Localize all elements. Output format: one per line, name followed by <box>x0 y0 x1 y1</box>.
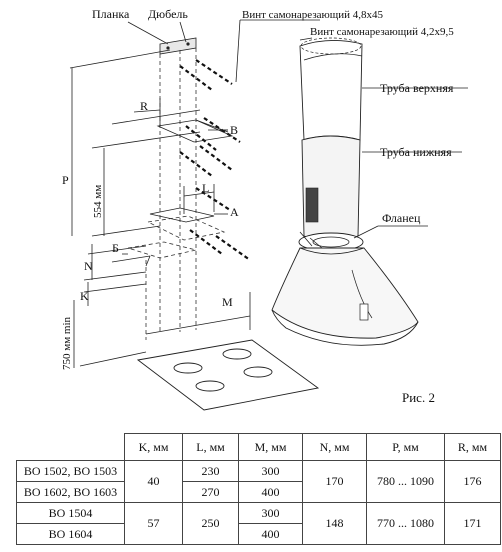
figure-caption: Рис. 2 <box>402 390 435 405</box>
label-B: В <box>230 123 238 137</box>
table-header-K: K, мм <box>124 433 183 461</box>
table-cell-model: ВО 1502, ВО 1503 <box>16 460 125 482</box>
label-planka: Планка <box>92 7 130 21</box>
table-cell-M: 300 <box>238 502 303 524</box>
table-cell-L: 250 <box>182 502 239 545</box>
hood-installation-diagram: Планка Дюбель Винт самонарезающий 4,8х45… <box>61 7 468 411</box>
label-M: M <box>222 295 233 309</box>
label-dyubel: Дюбель <box>148 7 188 21</box>
label-A: А <box>230 205 239 219</box>
table-cell-R: 171 <box>444 502 501 545</box>
table-cell-P: 770 ... 1080 <box>366 502 445 545</box>
table-cell-L: 230 <box>182 460 239 482</box>
table-header-P: P, мм <box>366 433 445 461</box>
table-header-N: N, мм <box>302 433 367 461</box>
label-L: L <box>202 181 209 195</box>
table-cell-model: ВО 1604 <box>16 523 125 545</box>
table-header-L: L, мм <box>182 433 239 461</box>
label-K: K <box>80 289 89 303</box>
label-vint-4-2x9-5: Винт самонарезающий 4,2х9,5 <box>310 26 454 38</box>
table-cell-N: 148 <box>302 502 367 545</box>
table-cell-model: ВО 1504 <box>16 502 125 524</box>
label-truba-upper: Труба верхняя <box>380 81 454 95</box>
label-N: N <box>84 259 93 273</box>
table-header-M: M, мм <box>238 433 303 461</box>
table-cell-M: 300 <box>238 460 303 482</box>
label-truba-lower: Труба нижняя <box>380 145 452 159</box>
table-cell-N: 170 <box>302 460 367 503</box>
label-vint-4-8x45: Винт самонарезающий 4,8х45 <box>242 9 384 21</box>
label-Bsmall: Б <box>112 241 119 255</box>
cooktop <box>136 339 320 411</box>
table-cell-K: 40 <box>124 460 183 503</box>
chimney-hood <box>271 37 419 346</box>
table-cell-R: 176 <box>444 460 501 503</box>
label-R: R <box>140 99 148 113</box>
table-row: ВО 1604 400 <box>16 523 501 545</box>
table-header-row: K, мм L, мм M, мм N, мм P, мм R, мм <box>16 433 501 461</box>
table-header-R: R, мм <box>444 433 501 461</box>
screw-arrows <box>179 59 251 261</box>
table-row: ВО 1602, ВО 1603 270 400 <box>16 481 501 503</box>
label-750mm-min: 750 мм min <box>61 316 73 370</box>
table-row: ВО 1502, ВО 1503 40 230 300 170 780 ... … <box>16 460 501 503</box>
table-cell-model: ВО 1602, ВО 1603 <box>16 481 125 503</box>
dimensions-table: K, мм L, мм M, мм N, мм P, мм R, мм ВО 1… <box>16 433 501 545</box>
table-cell-K: 57 <box>124 502 183 545</box>
label-P: P <box>62 173 69 187</box>
mounting-bracket <box>159 37 197 55</box>
table-cell-P: 780 ... 1090 <box>366 460 445 503</box>
table-cell-L: 270 <box>182 481 239 503</box>
table-header-blank <box>16 433 125 461</box>
table-row: ВО 1504 57 250 300 148 770 ... 1080 171 <box>16 502 501 545</box>
table-cell-M: 400 <box>238 523 303 545</box>
table-cell-M: 400 <box>238 481 303 503</box>
label-flanets: Фланец <box>382 211 421 225</box>
label-554mm: 554 мм <box>92 185 104 218</box>
